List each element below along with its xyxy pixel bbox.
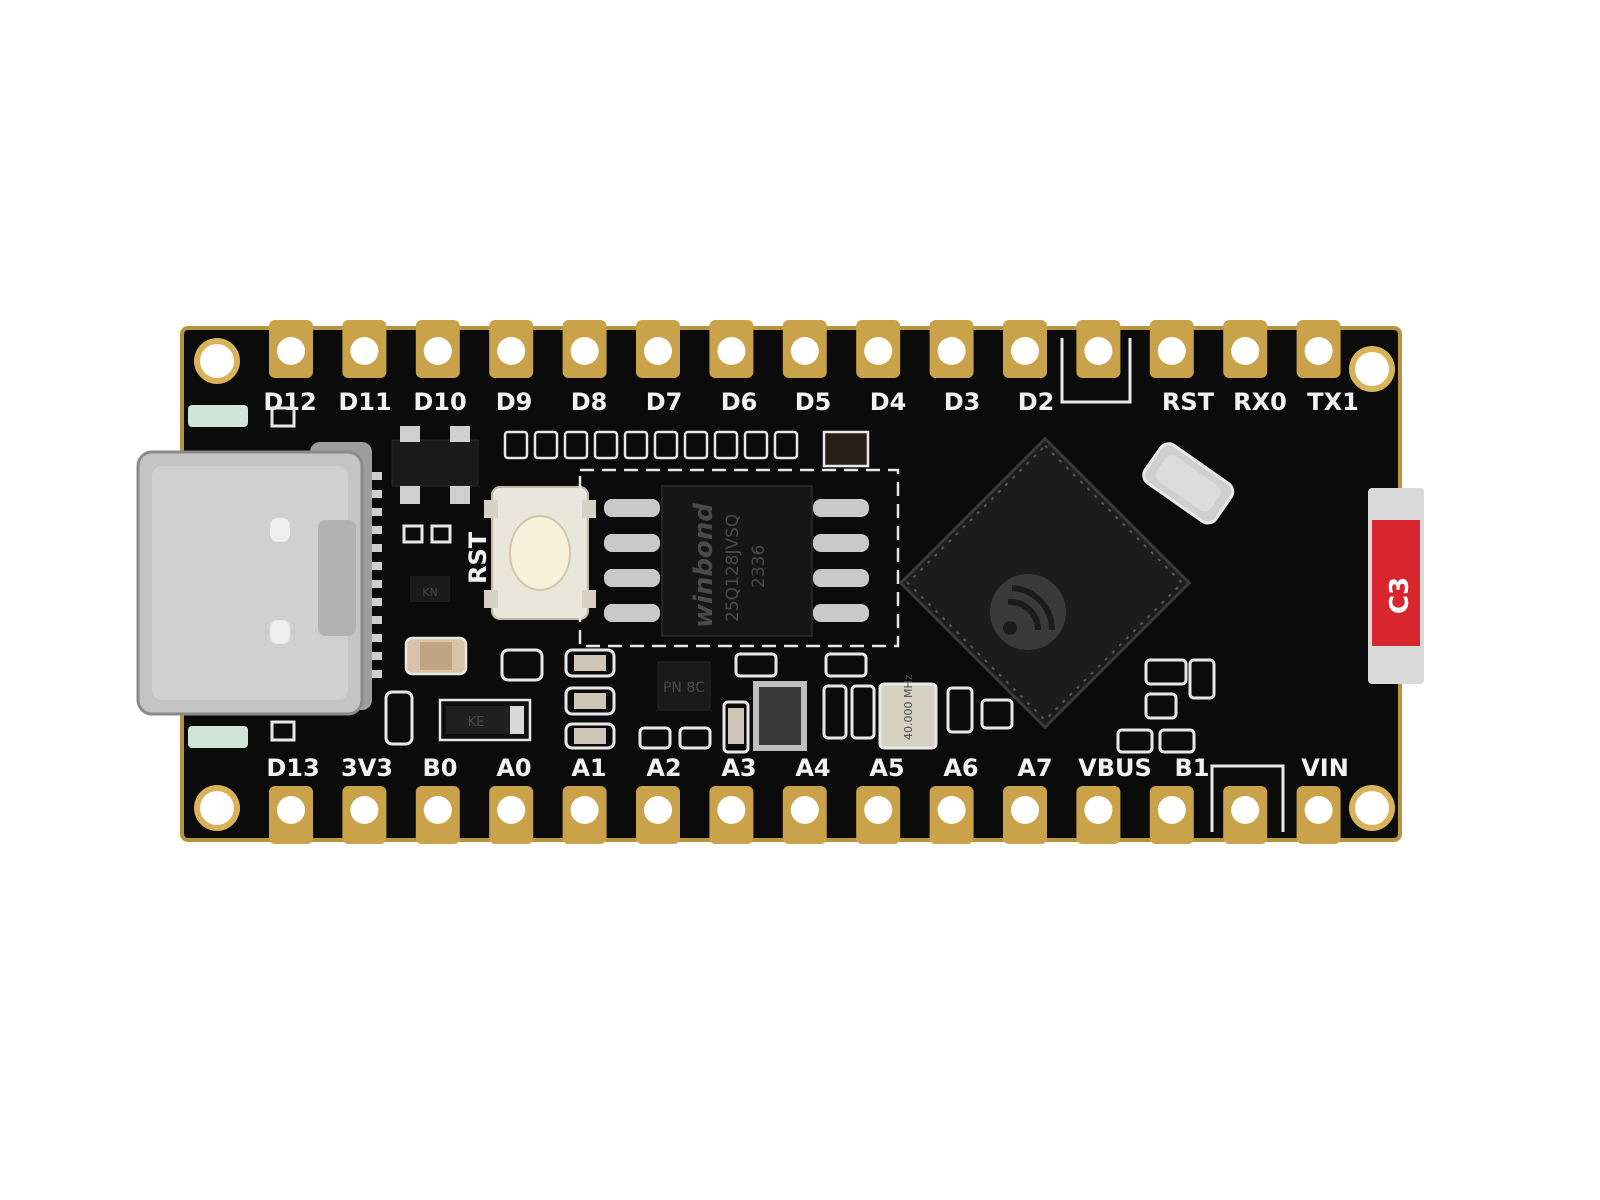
- pad-hole: [570, 796, 599, 824]
- pad-hole: [1231, 337, 1260, 365]
- pin-label-top: D5: [795, 388, 832, 416]
- top-pin-row: [269, 320, 1341, 378]
- top-pin-labels: D12 D11 D10 D9 D8 D7 D6 D5 D4 D3 D2 RST …: [263, 388, 1358, 416]
- pin-label-top: TX1: [1307, 388, 1359, 416]
- pad-hole: [1231, 796, 1260, 824]
- pad-hole: [717, 337, 746, 365]
- reset-button: [484, 486, 596, 620]
- small-sensor: [822, 430, 870, 468]
- bottom-pin-labels: D13 3V3 B0 A0 A1 A2 A3 A4 A5 A6 A7 VBUS …: [266, 754, 1348, 782]
- pin-label-bottom: A5: [869, 754, 904, 782]
- pin-label-bottom: A6: [943, 754, 978, 782]
- pad-hole: [350, 796, 379, 824]
- pin-label-bottom: A3: [721, 754, 756, 782]
- diode-marking: KE: [468, 715, 485, 730]
- pin-label-bottom: A4: [795, 754, 830, 782]
- pad-hole: [1304, 337, 1333, 365]
- pad-hole: [277, 337, 305, 365]
- usb-c-connector: [136, 442, 382, 716]
- pin-label-bottom: A7: [1017, 754, 1052, 782]
- pad-hole: [423, 796, 452, 824]
- pad-hole: [937, 337, 966, 365]
- voltage-regulator: [391, 426, 479, 504]
- crystal-marking: 40.000 MHz: [902, 674, 915, 740]
- pin-label-bottom: B0: [423, 754, 458, 782]
- pad-hole: [790, 337, 819, 365]
- pad-hole: [1011, 337, 1039, 365]
- flash-silk-frame: [578, 468, 900, 648]
- small-crystal: [1142, 442, 1235, 525]
- pad-hole: [1084, 337, 1113, 365]
- pad-hole: [1084, 796, 1113, 824]
- pin-label-top: D10: [413, 388, 466, 416]
- ldo-marking: PN 8C: [663, 680, 705, 696]
- mosfet-marking: KN: [422, 586, 437, 599]
- pad-hole: [497, 337, 526, 365]
- ceramic-antenna: C3: [1368, 488, 1424, 684]
- pin-label-top: RX0: [1233, 388, 1287, 416]
- pad-hole: [864, 337, 893, 365]
- pin-label-bottom: VBUS: [1078, 754, 1152, 782]
- pad-hole: [1304, 796, 1333, 824]
- pad-hole: [937, 796, 966, 824]
- bottom-pin-row: [269, 786, 1341, 844]
- pin-label-top: RST: [1162, 388, 1215, 416]
- pad-hole: [277, 796, 305, 824]
- flash-date-code: 2336: [749, 545, 769, 588]
- silk-bracket-bottom: [1210, 764, 1285, 832]
- cap-pad-row: [503, 430, 799, 460]
- pin-label-bottom: VIN: [1301, 754, 1349, 782]
- pin-label-top: D6: [721, 388, 758, 416]
- pin-label-bottom: A1: [571, 754, 606, 782]
- pin-label-top: D9: [496, 388, 533, 416]
- schottky-diode: KE: [438, 698, 532, 742]
- pin-label-top: D8: [571, 388, 608, 416]
- mosfet: KN: [402, 524, 452, 602]
- pin-label-top: D11: [338, 388, 391, 416]
- pad-hole: [350, 337, 379, 365]
- esp32-c3-chip: [898, 436, 1192, 730]
- passive-components: [384, 636, 1216, 754]
- pin-label-top: D7: [646, 388, 683, 416]
- pin-label-top: D3: [944, 388, 981, 416]
- pad-hole: [1011, 796, 1039, 824]
- pin-label-bottom: 3V3: [341, 754, 393, 782]
- pin-label-bottom: A2: [646, 754, 681, 782]
- pin-label-top: D4: [870, 388, 907, 416]
- espressif-logo-icon: [990, 574, 1066, 650]
- flash-brand: winbond: [689, 503, 719, 628]
- pad-hole: [864, 796, 893, 824]
- pad-hole: [790, 796, 819, 824]
- silk-bracket-top: [1060, 338, 1132, 404]
- main-crystal: 40.000 MHz: [878, 674, 938, 750]
- pad-hole: [1157, 337, 1186, 365]
- pin-label-bottom: B1: [1175, 754, 1210, 782]
- pad-hole: [497, 796, 526, 824]
- flash-part-number: 25Q128JVSQ: [723, 514, 743, 622]
- pin-label-bottom: D13: [266, 754, 319, 782]
- status-leds: [188, 405, 296, 748]
- pin-label-top: D2: [1018, 388, 1055, 416]
- pad-hole: [717, 796, 746, 824]
- pad-hole: [423, 337, 452, 365]
- pad-hole: [644, 337, 672, 365]
- antenna-label: C3: [1385, 577, 1415, 614]
- reset-silk-label: RST: [464, 531, 492, 584]
- pad-hole: [644, 796, 672, 824]
- pad-hole: [1157, 796, 1186, 824]
- flash-chip: winbond 25Q128JVSQ 2336: [604, 485, 869, 637]
- pad-hole: [570, 337, 599, 365]
- pin-label-bottom: A0: [496, 754, 531, 782]
- mounting-holes: [194, 338, 1395, 831]
- ldo-chip: PN 8C: [657, 661, 711, 711]
